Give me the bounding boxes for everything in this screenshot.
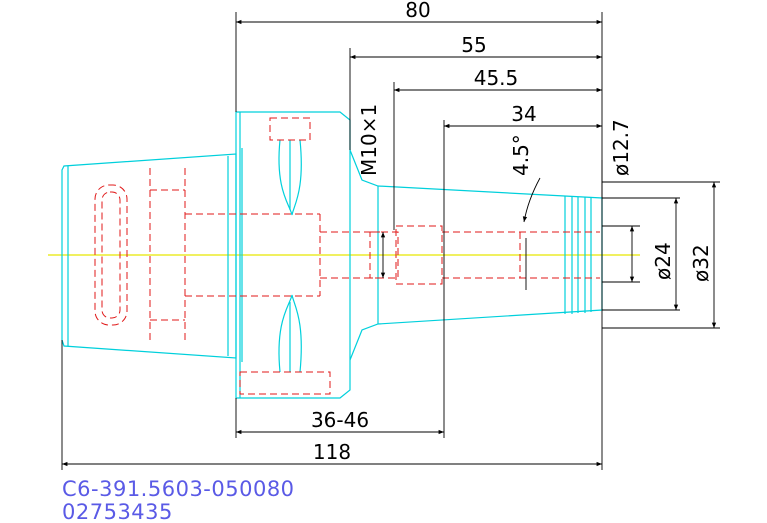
dim-diameter-24: ø24 xyxy=(651,242,675,280)
dim-adjust-range: 36-46 xyxy=(311,408,369,432)
dim-total-length: 118 xyxy=(313,440,351,464)
dim-thread: M10×1 xyxy=(357,104,381,176)
part-number: C6-391.5603-050080 xyxy=(62,477,295,501)
dim-length-45-5: 45.5 xyxy=(474,66,519,90)
order-code: 02753435 xyxy=(62,500,173,523)
dim-diameter-12-7: ø12.7 xyxy=(609,119,633,176)
dim-diameter-32: ø32 xyxy=(689,244,713,282)
dim-taper-angle: 4.5° xyxy=(509,134,533,176)
holder-outline xyxy=(61,111,603,399)
dim-length-34: 34 xyxy=(511,102,536,126)
dim-length-55: 55 xyxy=(461,33,486,57)
dim-overall-gauge-length: 80 xyxy=(405,0,430,22)
dimension-lines xyxy=(61,12,720,470)
